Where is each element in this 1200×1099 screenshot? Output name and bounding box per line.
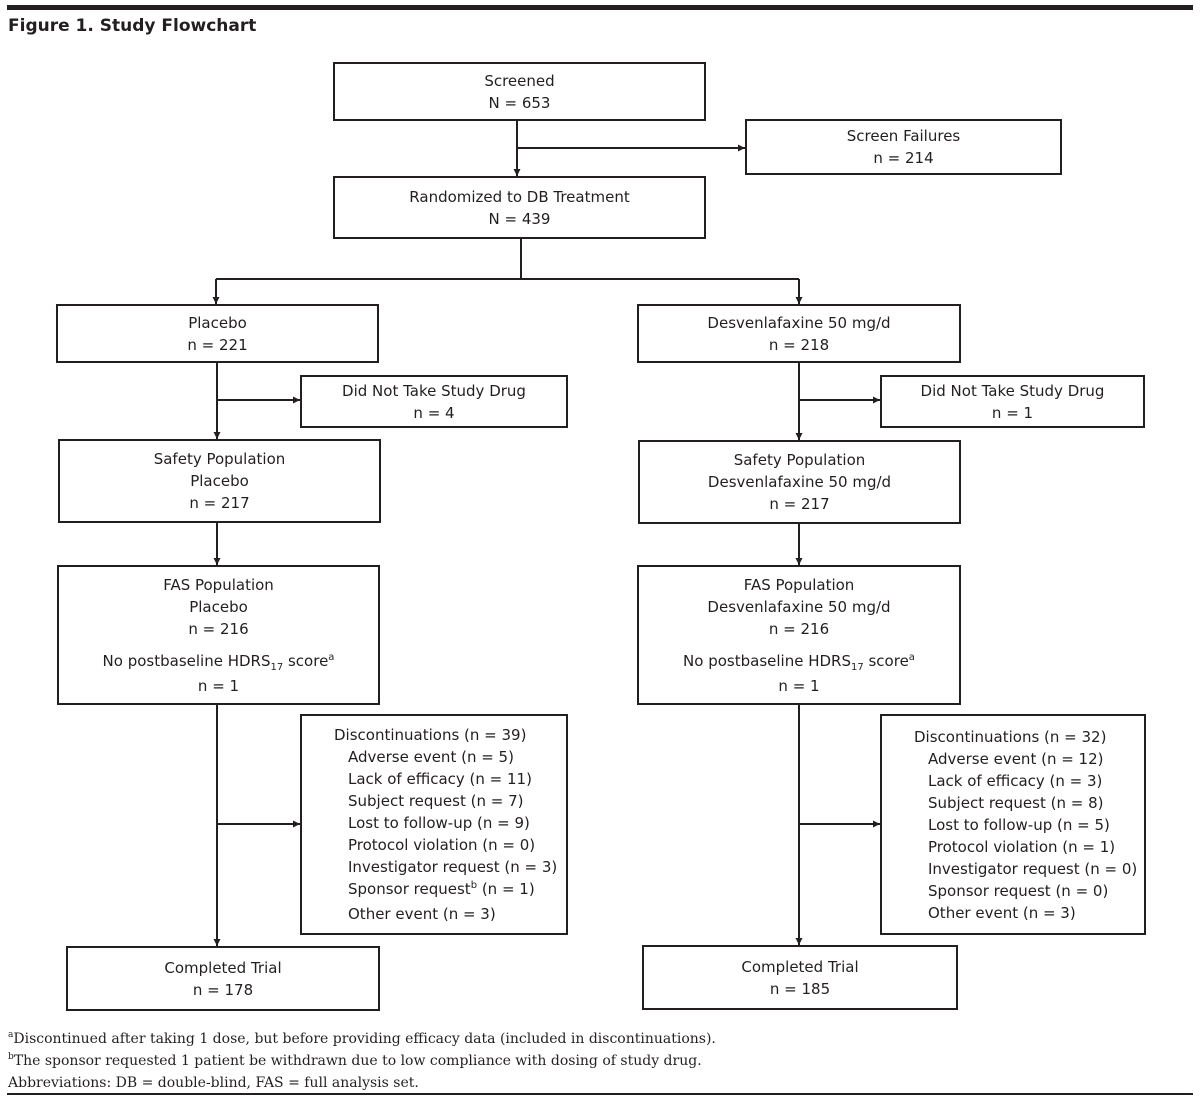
- discontinuation-reason: Subject request (n = 7): [348, 792, 524, 810]
- discontinuation-reason: Lost to follow-up (n = 5): [928, 815, 1110, 834]
- top-rule: [7, 5, 1193, 10]
- bottom-rule: [7, 1093, 1193, 1095]
- discontinuation-reason: Protocol violation (n = 1): [928, 837, 1116, 856]
- footnote-mark: a: [328, 651, 335, 663]
- screened-count: N = 653: [488, 93, 551, 112]
- desvenlafaxine-count: n = 218: [768, 335, 830, 354]
- discontinuations-header: Discontinuations (n = 39): [334, 726, 527, 744]
- placebo-fas-box: FAS Population Placebo n = 216 No postba…: [57, 565, 380, 705]
- placebo-fas-group: Placebo: [189, 597, 248, 616]
- discontinuation-reason: Adverse event (n = 5): [348, 748, 514, 766]
- discontinuation-reason: Subject request (n = 8): [928, 793, 1104, 812]
- footnote-mark: b: [470, 880, 478, 891]
- screen-failures-label: Screen Failures: [846, 127, 961, 145]
- desv-completed-label: Completed Trial: [741, 957, 859, 976]
- placebo-completed-label: Completed Trial: [164, 958, 282, 977]
- discontinuation-reason: Sponsor request (n = 0): [928, 881, 1109, 900]
- desv-safety-group: Desvenlafaxine 50 mg/d: [707, 473, 892, 491]
- desv-safety-box: Safety Population Desvenlafaxine 50 mg/d…: [638, 440, 961, 524]
- placebo-completed-count: n = 178: [192, 980, 254, 999]
- placebo-no-drug-label: Did Not Take Study Drug: [342, 381, 526, 400]
- randomized-label: Randomized to DB Treatment: [409, 187, 630, 206]
- note-text: No postbaseline HDRS: [683, 651, 851, 670]
- footnote-mark: a: [908, 651, 915, 663]
- placebo-no-drug-box: Did Not Take Study Drug n = 4: [300, 375, 568, 428]
- placebo-fas-note-count: n = 1: [197, 676, 240, 695]
- discontinuation-reason: Protocol violation (n = 0): [348, 836, 536, 854]
- footnote-text: The sponsor requested 1 patient be withd…: [13, 1053, 702, 1069]
- desvenlafaxine-label: Desvenlafaxine 50 mg/d: [707, 313, 891, 332]
- desv-completed-count: n = 185: [769, 979, 831, 998]
- discontinuations-header: Discontinuations (n = 32): [914, 727, 1107, 746]
- note-text: No postbaseline HDRS: [102, 651, 271, 670]
- footnotes: aDiscontinued after taking 1 dose, but b…: [8, 1029, 716, 1093]
- desv-safety-label: Safety Population: [733, 451, 866, 469]
- discontinuation-reason: Lack of efficacy (n = 11): [348, 770, 532, 788]
- note-subscript: 17: [850, 661, 864, 673]
- screened-label: Screened: [484, 71, 555, 90]
- desv-fas-box: FAS Population Desvenlafaxine 50 mg/d n …: [637, 565, 961, 705]
- desv-safety-count: n = 217: [769, 495, 830, 513]
- discontinuation-reason: Adverse event (n = 12): [928, 749, 1104, 768]
- footnote-a: aDiscontinued after taking 1 dose, but b…: [8, 1029, 716, 1051]
- desv-completed-box: Completed Trial n = 185: [642, 945, 958, 1010]
- figure-title: Figure 1. Study Flowchart: [8, 16, 257, 36]
- desv-no-drug-label: Did Not Take Study Drug: [920, 381, 1105, 400]
- placebo-fas-count: n = 216: [188, 619, 249, 638]
- discontinuation-reason: Other event (n = 3): [928, 903, 1076, 922]
- screened-box: Screened N = 653: [333, 62, 706, 121]
- placebo-no-drug-count: n = 4: [413, 403, 455, 422]
- footnote-mark: b: [8, 1052, 14, 1062]
- placebo-box: Placebo n = 221: [56, 304, 379, 363]
- desv-no-drug-count: n = 1: [991, 403, 1034, 422]
- footnote-mark: a: [8, 1030, 14, 1040]
- screen-failures-count: n = 214: [873, 149, 934, 167]
- placebo-safety-box: Safety Population Placebo n = 217: [58, 439, 381, 523]
- note-text: score: [283, 651, 329, 670]
- discontinuation-reason: Sponsor requestb (n = 1): [334, 878, 535, 903]
- desv-fas-note: No postbaseline HDRS17 scorea: [683, 650, 915, 675]
- randomized-count: N = 439: [488, 209, 551, 228]
- abbreviations: Abbreviations: DB = double-blind, FAS = …: [8, 1075, 419, 1091]
- sponsor-count: (n = 1): [477, 880, 535, 898]
- discontinuation-reason: Investigator request (n = 0): [928, 859, 1138, 878]
- desv-discontinuations-box: Discontinuations (n = 32) Adverse event …: [880, 714, 1146, 935]
- note-subscript: 17: [270, 661, 284, 673]
- placebo-safety-label: Safety Population: [153, 450, 286, 468]
- placebo-safety-group: Placebo: [190, 472, 249, 490]
- footnote-b: bThe sponsor requested 1 patient be with…: [8, 1051, 716, 1073]
- desv-fas-group: Desvenlafaxine 50 mg/d: [707, 597, 891, 616]
- desvenlafaxine-box: Desvenlafaxine 50 mg/d n = 218: [637, 304, 961, 363]
- desv-fas-note-count: n = 1: [778, 676, 820, 695]
- desv-fas-label: FAS Population: [743, 575, 855, 594]
- desv-no-drug-box: Did Not Take Study Drug n = 1: [880, 375, 1145, 428]
- placebo-fas-label: FAS Population: [163, 575, 274, 594]
- discontinuation-reason: Lack of efficacy (n = 3): [928, 771, 1103, 790]
- placebo-count: n = 221: [187, 335, 248, 354]
- placebo-completed-box: Completed Trial n = 178: [66, 946, 380, 1011]
- placebo-safety-count: n = 217: [189, 494, 250, 512]
- footnote-text: Discontinued after taking 1 dose, but be…: [13, 1031, 716, 1047]
- discontinuation-reason: Lost to follow-up (n = 9): [348, 814, 530, 832]
- discontinuation-reason: Investigator request (n = 3): [348, 858, 558, 876]
- desv-fas-count: n = 216: [768, 619, 830, 638]
- screen-failures-box: Screen Failures n = 214: [745, 119, 1062, 175]
- discontinuation-reason: Other event (n = 3): [348, 905, 496, 923]
- placebo-discontinuations-box: Discontinuations (n = 39) Adverse event …: [300, 714, 568, 935]
- randomized-box: Randomized to DB Treatment N = 439: [333, 176, 706, 239]
- sponsor-text: Sponsor request: [348, 880, 471, 898]
- placebo-label: Placebo: [188, 313, 247, 332]
- placebo-fas-note: No postbaseline HDRS17 scorea: [103, 650, 335, 675]
- note-text: score: [863, 651, 909, 670]
